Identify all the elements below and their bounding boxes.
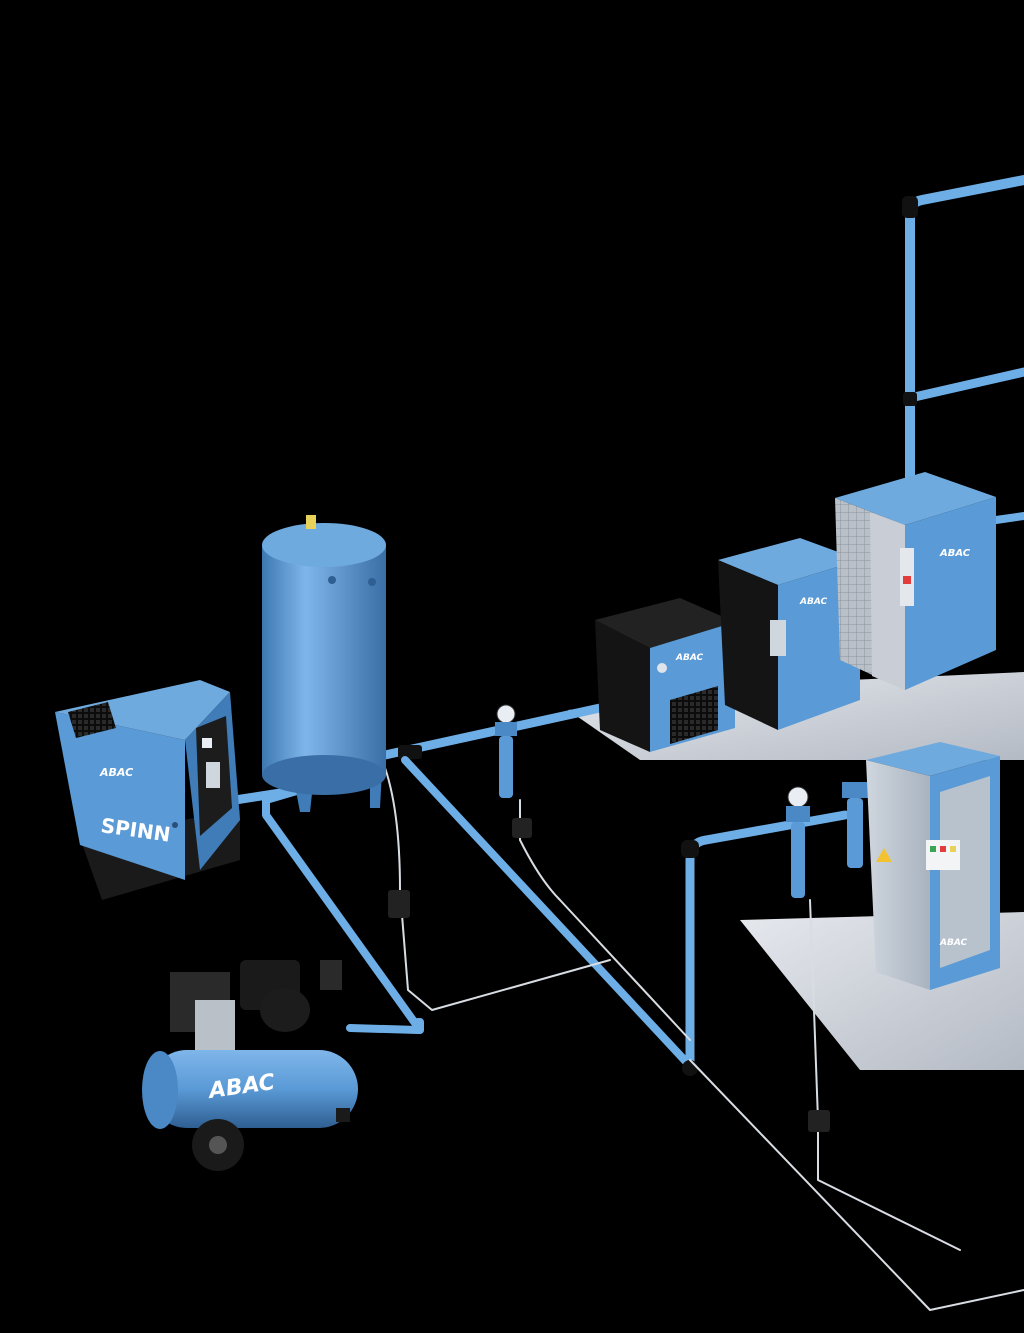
filter-lower-2 (842, 782, 868, 868)
filter-head (786, 806, 810, 822)
tank-body (262, 545, 386, 775)
inline-filters (388, 704, 868, 1132)
side-outlet-pipe (992, 512, 1024, 524)
main-outlet-pipe (905, 175, 1024, 495)
pipe-tee (903, 392, 917, 406)
piston-compressor-tank (148, 1050, 358, 1128)
compressor-gauge (202, 738, 212, 748)
filter-gauge (787, 786, 809, 808)
filter-head (842, 782, 868, 798)
tank-port (328, 576, 336, 584)
dryer-large-brand: ABAC (939, 548, 971, 559)
dryer-medium-brand: ABAC (799, 597, 828, 607)
piston-compressor-wheel-hub (209, 1136, 227, 1154)
drain-hose (519, 799, 691, 1041)
desiccant-indicator (930, 846, 936, 852)
compressor-top-vent (68, 702, 116, 738)
pipe-elbow-top (902, 196, 918, 218)
drain-hose (379, 754, 611, 1011)
pipe-joint (682, 1060, 698, 1076)
filter-drain-valve (808, 1110, 830, 1132)
dryer-small-grille (670, 686, 718, 744)
pipe-elbow-lower (681, 840, 699, 858)
warning-label (876, 848, 892, 862)
piston-compressor-foot (336, 1108, 350, 1122)
dryer-medium: ABAC (718, 538, 860, 730)
dryer-small-top (595, 598, 735, 648)
piston-return-pipe (346, 1018, 422, 1034)
desiccant-control-panel (926, 840, 960, 870)
desiccant-brand: ABAC (939, 938, 968, 948)
piston-compressor-motor (260, 988, 310, 1032)
dryer-large-front-panel (870, 512, 905, 690)
tank-port (368, 578, 376, 586)
dryer-medium-front (718, 560, 778, 730)
tank-bottom-cap (262, 755, 386, 795)
dryer-large-switch (903, 576, 911, 584)
tank-valve (306, 515, 316, 529)
filter-lower-1 (786, 786, 830, 1132)
vertical-air-receiver (262, 515, 386, 812)
desiccant-front (866, 760, 930, 990)
piston-compressor-pressure-switch (320, 960, 342, 990)
dryer-small-front (595, 620, 650, 752)
compressor-status-light (172, 822, 178, 828)
piston-compressor: ABAC (142, 960, 358, 1171)
spinn-brand-label: ABAC (99, 766, 133, 779)
tank-outlet-fitting (398, 745, 422, 759)
branch-pipe (905, 367, 1024, 403)
compressor-top (55, 680, 230, 740)
drain-hose (809, 899, 961, 1251)
filter-bowl (499, 736, 513, 798)
dryer-small-gauge (657, 663, 667, 673)
long-diagonal-pipe (401, 756, 694, 1070)
piston-compressor-cylinder (195, 1000, 235, 1050)
dryer-large-top (835, 472, 996, 525)
desiccant-indicator (950, 846, 956, 852)
compressor-display (206, 762, 220, 788)
screw-compressor-spinn: ABAC SPINN (55, 680, 240, 900)
desiccant-side-panel (940, 776, 990, 968)
tank-top-cap (262, 523, 386, 567)
dryer-large-side (905, 497, 996, 690)
filter-bowl (847, 798, 863, 868)
drain-hose (689, 1059, 1024, 1311)
filter-gauge (496, 704, 516, 724)
piston-tank-end (142, 1051, 178, 1129)
filter-drain-valve (512, 818, 532, 838)
desiccant-dryer: ABAC (866, 742, 1000, 990)
dryer-small-brand: ABAC (675, 653, 704, 663)
dryer-medium-top (718, 538, 860, 585)
dryer-medium-panel (770, 620, 786, 656)
filter-bowl (791, 822, 805, 898)
dryer-small: ABAC (595, 598, 735, 752)
filter-head (495, 722, 517, 736)
desiccant-indicator (940, 846, 946, 852)
compressor-front (55, 712, 185, 880)
filter-main (495, 704, 532, 838)
desiccant-top (866, 742, 1000, 776)
drain-valve (388, 890, 410, 918)
dryer-large: ABAC (835, 472, 996, 690)
